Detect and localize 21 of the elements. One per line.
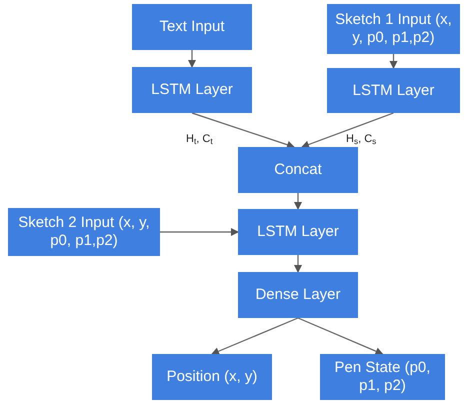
process-box: Position (x, y) bbox=[152, 354, 272, 400]
arrow bbox=[188, 50, 196, 68]
process-box: Pen State (p0, p1, p2) bbox=[320, 354, 445, 400]
arrow bbox=[211, 317, 298, 355]
arrow bbox=[192, 112, 295, 149]
edge-label: H$_{t}$, C$_{t}$ bbox=[186, 134, 213, 145]
arrow bbox=[390, 54, 398, 69]
arrow bbox=[294, 193, 302, 210]
process-box: LSTM Layer bbox=[327, 68, 460, 113]
process-box: Text Input bbox=[132, 4, 252, 50]
process-box: Sketch 2 Input (x, y, p0, p1,p2) bbox=[8, 208, 160, 256]
arrow bbox=[301, 112, 394, 148]
process-box: LSTM Layer bbox=[238, 209, 358, 255]
process-box: Sketch 1 Input (x, y, p0, p1,p2) bbox=[327, 4, 460, 54]
process-box: Concat bbox=[238, 147, 358, 193]
edge-label: H$_{s}$, C$_{s}$ bbox=[346, 134, 376, 145]
arrow bbox=[294, 255, 302, 273]
process-box: LSTM Layer bbox=[132, 67, 252, 113]
arrow bbox=[298, 317, 384, 355]
process-box: Dense Layer bbox=[238, 272, 358, 318]
arrow bbox=[160, 228, 239, 236]
